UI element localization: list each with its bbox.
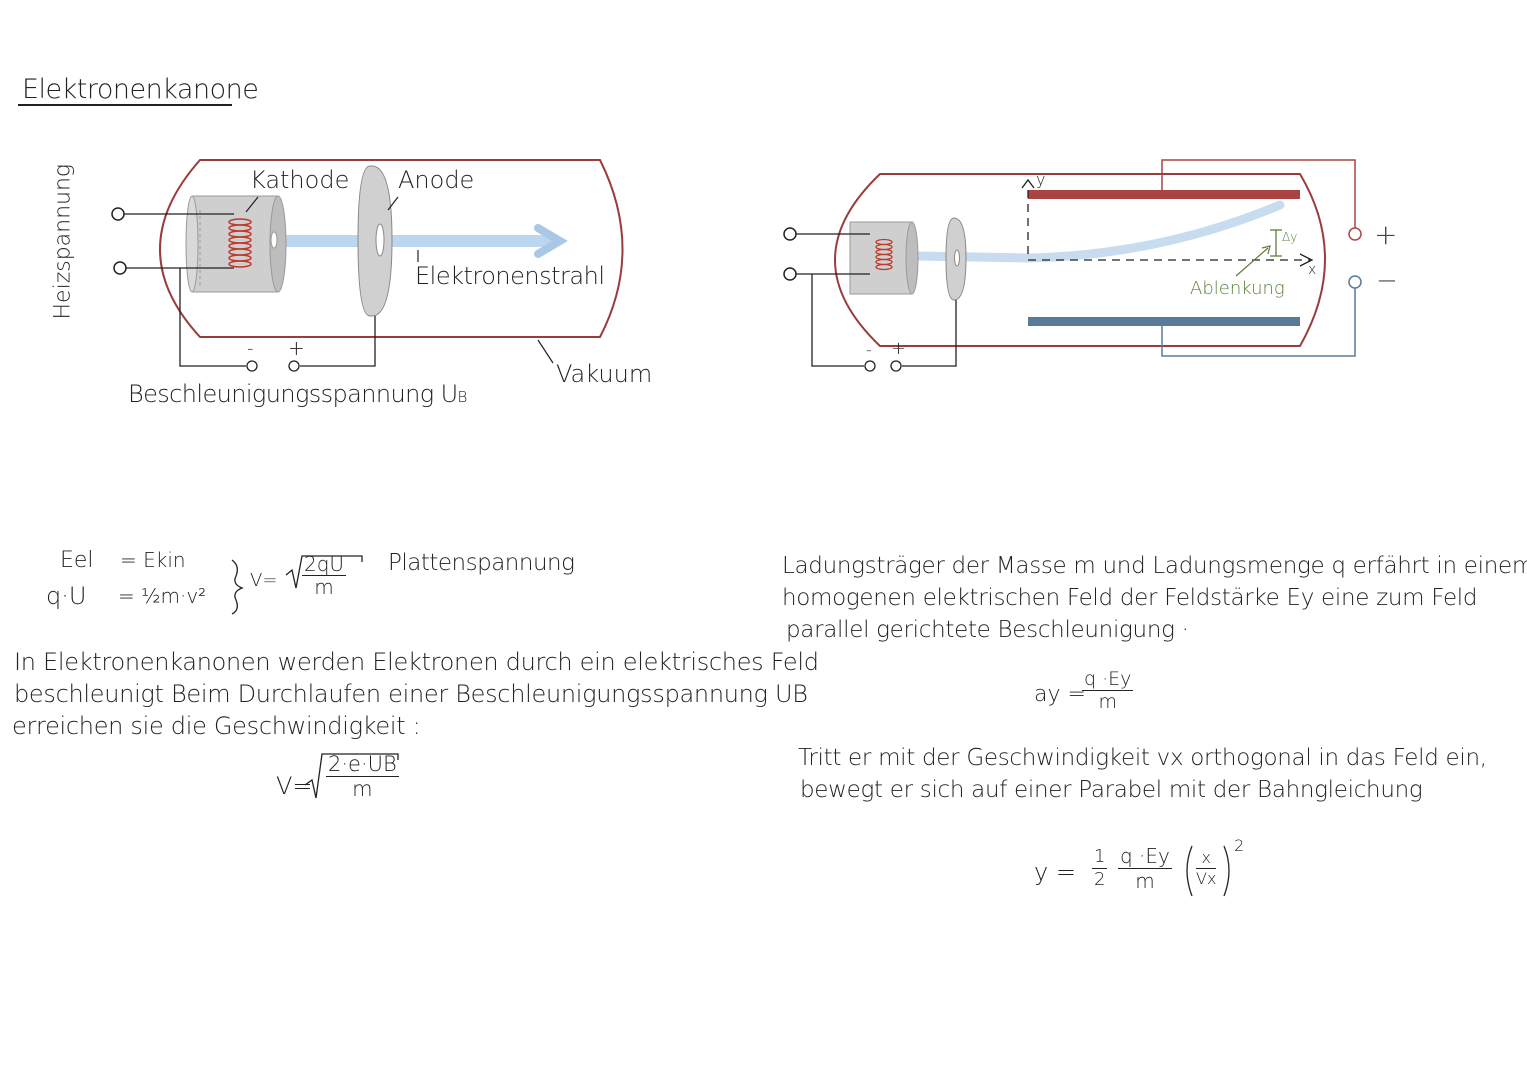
paragraph-left-line-3: erreichen sie die Geschwindigkeit :: [12, 712, 421, 740]
y-half-denominator: 2: [1094, 869, 1106, 890]
y-lhs: y =: [1034, 858, 1076, 886]
paragraph-left-line-1: In Elektronenkanonen werden Elektronen d…: [14, 648, 819, 676]
v-denominator-2: m: [352, 777, 373, 801]
v-fraction-1: 2qU m: [302, 552, 347, 599]
cathode: [185, 195, 287, 293]
elektronenstrahl-label: Elektronenstrahl: [415, 262, 605, 290]
y-exponent: 2: [1234, 836, 1245, 855]
y-q-fraction: q ·Ey m: [1118, 844, 1172, 893]
v-fraction-2: 2·e·UB m: [326, 752, 399, 801]
tube-2: [834, 173, 1326, 347]
minus-terminal-label-2: -: [866, 340, 872, 359]
qu-label: q·U: [46, 582, 87, 610]
bottom-plate: [1028, 317, 1300, 326]
heizspannung-label: Heizspannung: [50, 163, 76, 320]
v-prefix-2: V=: [276, 772, 313, 800]
electron-gun-diagram: [111, 159, 624, 372]
beschleunigungsspannung-label: Beschleunigungsspannung UB: [128, 380, 467, 408]
eel-label: Eel: [60, 548, 94, 573]
plattenspannung-label: Plattenspannung: [388, 550, 575, 576]
kathode-label: Kathode: [250, 166, 350, 194]
y-q-numerator: q ·Ey: [1118, 844, 1172, 869]
deflected-beam: [911, 200, 1285, 263]
paragraph-right1-line-2: homogenen elektrischen Feld der Feldstär…: [782, 585, 1478, 611]
v-numerator-2: 2·e·UB: [326, 752, 399, 777]
title-underline: [18, 104, 232, 106]
heating-coil: [228, 218, 252, 268]
y-x-fraction: x Vx: [1196, 848, 1217, 889]
delta-y-label: Δy: [1282, 230, 1298, 244]
curly-brace: [231, 559, 244, 615]
vakuum-label: Vakuum: [556, 360, 653, 388]
plus-terminal-label-2: +: [891, 338, 907, 359]
vacuum-tube: [159, 159, 624, 338]
mv-label: = ½m·v²: [118, 584, 207, 608]
deflection-diagram: [783, 159, 1362, 372]
ekin-label: = Ekin: [120, 548, 186, 572]
anode: [357, 165, 393, 317]
y-axis-label: y: [1036, 170, 1046, 189]
sqrt-sign-1: [285, 555, 363, 589]
paragraph-right1-line-1: Ladungsträger der Masse m und Ladungsmen…: [782, 553, 1527, 579]
top-plate: [1028, 190, 1300, 199]
paragraph-right2-line-2: bewegt er sich auf einer Parabel mit der…: [800, 777, 1423, 803]
ay-lhs: ay =: [1034, 682, 1086, 707]
v-prefix-1: V=: [250, 570, 278, 591]
y-x-denominator: Vx: [1196, 869, 1217, 888]
x-axis-label: x: [1308, 262, 1317, 278]
anode-label: Anode: [398, 166, 475, 194]
minus-terminal-label: -: [247, 338, 254, 359]
page-title: Elektronenkanone: [22, 74, 259, 105]
heating-terminal-bottom: [113, 261, 127, 275]
ay-fraction: q ·Ey m: [1082, 668, 1134, 713]
y-half-fraction: 1 2: [1092, 846, 1108, 891]
paragraph-left-line-2: beschleunigt Beim Durchlaufen einer Besc…: [14, 680, 808, 708]
ay-denominator: m: [1098, 691, 1117, 713]
heating-terminal-top: [111, 207, 125, 221]
ablenkung-label: Ablenkung: [1190, 278, 1285, 299]
beam-arrowhead: [534, 224, 568, 258]
paragraph-right2-line-1: Tritt er mit der Geschwindigkeit vx orth…: [798, 745, 1487, 771]
sqrt-sign-2: [304, 753, 399, 799]
minus-plate-label: −: [1376, 266, 1398, 296]
y-q-denominator: m: [1135, 869, 1155, 893]
ay-numerator: q ·Ey: [1082, 668, 1134, 691]
plus-terminal-label: +: [288, 336, 305, 360]
plus-plate-label: +: [1374, 218, 1398, 251]
y-half-numerator: 1: [1092, 846, 1108, 869]
paragraph-right1-line-3: parallel gerichtete Beschleunigung ·: [786, 617, 1189, 643]
v-numerator-1: 2qU: [302, 552, 347, 576]
v-denominator-1: m: [314, 575, 334, 599]
y-x-numerator: x: [1196, 848, 1217, 869]
